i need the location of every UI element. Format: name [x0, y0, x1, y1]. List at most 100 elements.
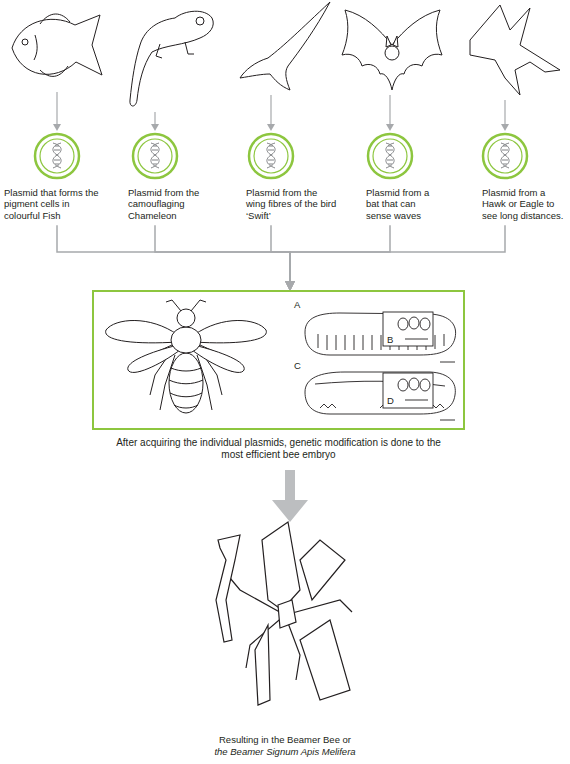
beamer-bee	[300, 620, 350, 700]
beamer-bee	[216, 522, 352, 705]
plasmid-circle	[267, 143, 275, 168]
merge-connector	[290, 225, 505, 290]
plasmid-circle	[267, 143, 275, 168]
plasmid-circle	[483, 134, 527, 178]
bee	[174, 405, 198, 408]
plasmid-circle	[488, 139, 522, 173]
plasmid-node: Plasmid that forms the pigment cells in …	[4, 131, 100, 221]
plasmid-circle	[501, 143, 509, 168]
beamer-bee	[255, 625, 270, 705]
plasmid-circle	[373, 139, 407, 173]
plasmid-circle	[386, 143, 394, 168]
plasmid-circle	[386, 143, 394, 168]
inset-d	[405, 400, 428, 401]
embryo-c	[305, 372, 455, 414]
plasmid-text: Plasmid from a bat that can sense waves	[366, 187, 442, 221]
plasmid-circle	[501, 143, 509, 168]
fish	[40, 14, 70, 24]
plasmid-node: Plasmid from a Hawk or Eagle to see long…	[482, 131, 566, 221]
swift	[240, 2, 330, 90]
merge-connector	[290, 225, 390, 290]
bee	[171, 368, 201, 371]
merge-connector	[271, 225, 290, 290]
big-arrow	[272, 470, 308, 522]
animal-arrows	[154, 112, 155, 125]
bee	[170, 393, 202, 397]
embryo-a	[440, 362, 455, 363]
bee	[191, 300, 206, 311]
plasmid-text: Plasmid that forms the pigment cells in …	[4, 187, 100, 221]
inset-d	[383, 373, 433, 408]
plasmid-circle	[254, 139, 288, 173]
animal-arrows	[53, 124, 61, 131]
plasmid-circle	[138, 139, 172, 173]
chameleon	[185, 42, 194, 54]
plasmid-text: Plasmid from the camouflaging Chameleon	[128, 187, 218, 221]
panel-letter: A	[294, 299, 300, 310]
animal-arrows	[389, 95, 390, 125]
animal-arrows	[386, 124, 394, 131]
embryo-a	[305, 313, 456, 362]
fish	[12, 15, 102, 75]
plasmid-circle	[249, 134, 293, 178]
step-text: After acquiring the individual plasmids,…	[114, 437, 444, 461]
inset-d	[398, 379, 408, 391]
bee	[169, 353, 203, 413]
fish	[34, 35, 37, 60]
plasmid-circle	[480, 131, 530, 181]
plasmid-text: Plasmid from the wing fibres of the bird…	[246, 187, 338, 221]
inset-b	[409, 317, 419, 329]
bee	[106, 300, 267, 413]
panel-letter: B	[387, 334, 393, 345]
embryo-c	[305, 372, 455, 420]
bat	[393, 36, 398, 47]
eagle	[470, 5, 560, 95]
caption-line: the Beamer Signum Apis Melifera	[135, 746, 435, 757]
inset-d	[409, 378, 419, 390]
embryo-c	[440, 420, 455, 421]
bee	[169, 380, 203, 384]
connector-layer	[57, 225, 505, 290]
bat	[385, 46, 399, 60]
plasmid-circle	[246, 131, 296, 181]
plasmid-circle	[35, 134, 79, 178]
fish	[12, 14, 102, 76]
bee	[106, 320, 178, 342]
panel-letter: D	[387, 395, 394, 406]
fish	[40, 66, 68, 76]
bee	[177, 309, 195, 327]
fish	[22, 39, 28, 45]
bat	[342, 10, 442, 90]
caption-line: Resulting in the Beamer Bee or	[135, 734, 435, 745]
animal-arrows	[56, 92, 57, 125]
plasmid-circle	[368, 134, 412, 178]
plasmid-circle	[53, 143, 61, 168]
chameleon	[156, 44, 162, 58]
plasmid-circle	[386, 143, 394, 168]
plasmid-text: Plasmid from a Hawk or Eagle to see long…	[482, 187, 566, 221]
bat	[386, 36, 391, 47]
inset-d	[420, 379, 430, 391]
plasmid-circle	[387, 146, 393, 164]
plasmid-circle	[54, 146, 60, 164]
plasmid-circle	[151, 143, 159, 168]
bee	[166, 300, 181, 311]
plasmid-circle	[130, 131, 180, 181]
animal-arrows	[53, 92, 509, 131]
animal-arrows	[267, 124, 275, 131]
inset-b	[383, 312, 433, 346]
animal-arrows	[504, 100, 505, 125]
embryo-box: After acquiring the individual plasmids,…	[92, 290, 465, 430]
plasmid-circle	[151, 143, 159, 168]
plasmid-circle	[40, 139, 74, 173]
chameleon	[196, 17, 204, 25]
plasmid-circle	[268, 146, 274, 164]
bee	[194, 320, 266, 342]
panel-letter: C	[294, 360, 301, 371]
beamer-bee	[216, 535, 240, 642]
plasmid-circle	[152, 146, 158, 164]
plasmid-circle	[53, 143, 61, 168]
plasmid-circle	[267, 143, 275, 168]
big-arrow	[272, 470, 308, 522]
